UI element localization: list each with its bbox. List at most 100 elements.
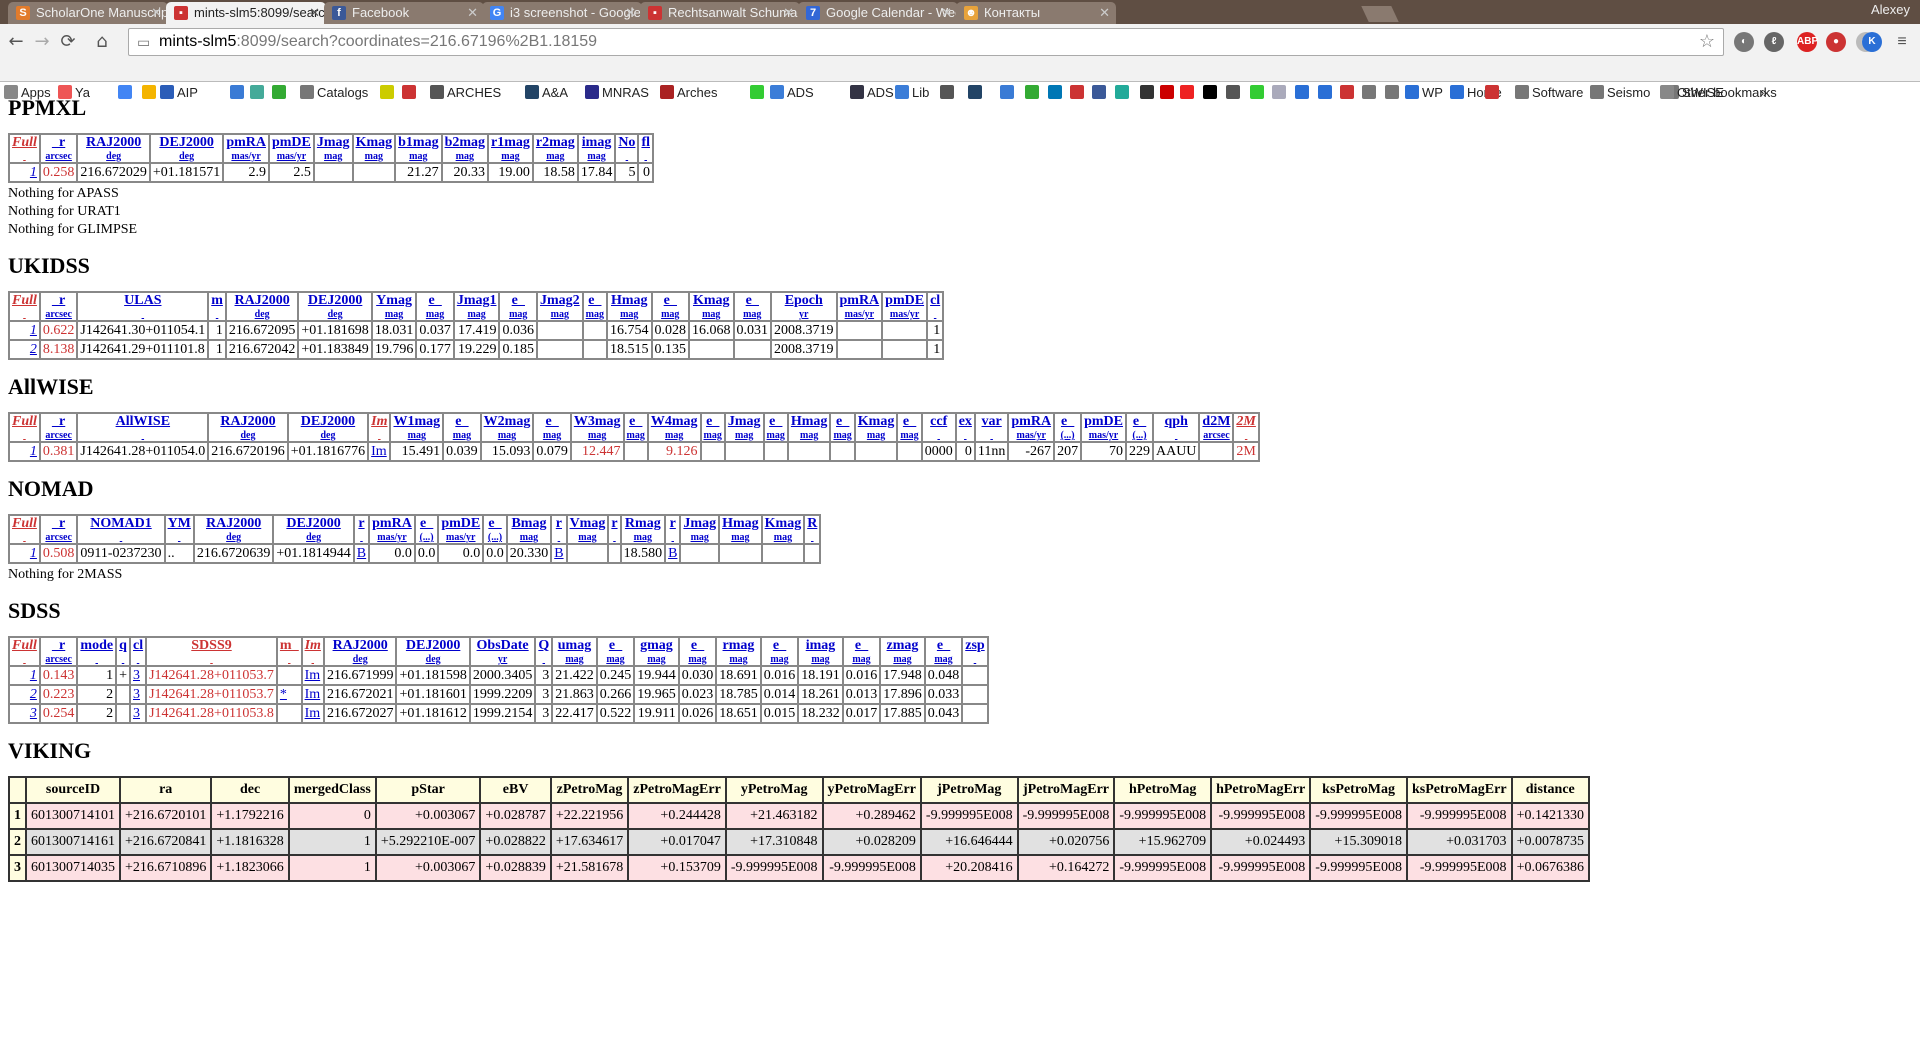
column-header[interactable]: e_mag	[443, 413, 481, 442]
bookmark-star-icon[interactable]: ☆	[1698, 31, 1715, 51]
column-header[interactable]: zsp	[962, 637, 988, 666]
bookmark-item[interactable]: ARCHES	[430, 85, 501, 100]
bookmark-item[interactable]: Other bookmarks	[1660, 85, 1777, 100]
table-cell[interactable]: B	[551, 544, 567, 563]
bookmark-item[interactable]	[968, 85, 985, 100]
bookmark-item[interactable]	[1250, 85, 1267, 100]
browser-tab[interactable]: ▪Rechtsanwalt Schumacher✕	[640, 2, 800, 24]
column-header[interactable]: r	[551, 515, 567, 544]
bookmark-item[interactable]: Arches	[660, 85, 717, 100]
bookmark-item[interactable]	[250, 85, 267, 100]
bookmark-item[interactable]	[1000, 85, 1017, 100]
extension-icon[interactable]: ℓ	[1764, 32, 1784, 52]
column-header[interactable]: e_mag	[842, 637, 881, 666]
column-header[interactable]: No	[615, 134, 639, 163]
row-link[interactable]: 3	[9, 704, 40, 723]
column-header[interactable]: R	[804, 515, 821, 544]
column-header[interactable]: cl	[927, 292, 944, 321]
reload-icon[interactable]: ⟳	[60, 31, 76, 52]
bookmark-item[interactable]	[142, 85, 159, 100]
k-extension-icon[interactable]: K	[1862, 32, 1882, 52]
table-cell[interactable]: Im	[301, 685, 324, 704]
close-tab-icon[interactable]: ✕	[625, 5, 636, 20]
column-header[interactable]: e_(...)	[1054, 413, 1082, 442]
column-header[interactable]: ex	[955, 413, 975, 442]
bookmark-item[interactable]	[1048, 85, 1065, 100]
column-header[interactable]: e_mag	[763, 413, 788, 442]
bookmark-item[interactable]: Software	[1515, 85, 1583, 100]
column-header[interactable]: e_mag	[533, 413, 571, 442]
adblock-icon[interactable]: ABP	[1797, 32, 1818, 52]
close-tab-icon[interactable]: ✕	[1099, 5, 1110, 20]
column-header[interactable]: r	[665, 515, 681, 544]
bookmark-item[interactable]: A&A	[525, 85, 568, 100]
menu-icon[interactable]: ≡	[1897, 33, 1907, 50]
table-cell[interactable]: 3	[129, 685, 147, 704]
extension-icon[interactable]: ◐	[1734, 32, 1754, 52]
column-header[interactable]: e_mag	[678, 637, 717, 666]
column-header[interactable]: mode	[77, 637, 117, 666]
table-cell[interactable]: Im	[368, 442, 391, 461]
column-header[interactable]: e_mag	[700, 413, 725, 442]
bookmark-item[interactable]: Seismo	[1590, 85, 1650, 100]
bookmark-item[interactable]	[1226, 85, 1243, 100]
column-header[interactable]: e_mag	[924, 637, 963, 666]
column-header[interactable]: e_mag	[897, 413, 922, 442]
column-header[interactable]: r	[353, 515, 370, 544]
column-header[interactable]: m	[208, 292, 226, 321]
bookmark-item[interactable]: ADS	[770, 85, 814, 100]
bookmark-item[interactable]	[1092, 85, 1109, 100]
browser-tab[interactable]: ▪mints-slm5:8099/search✕	[166, 2, 326, 24]
row-link[interactable]: 1	[9, 666, 40, 685]
column-header[interactable]: Q	[535, 637, 553, 666]
column-header[interactable]: ULAS	[77, 292, 209, 321]
browser-tab[interactable]: ☻Контакты✕	[956, 2, 1116, 24]
column-header[interactable]: e_mag	[651, 292, 689, 321]
table-cell[interactable]: B	[353, 544, 370, 563]
column-header[interactable]: e_mag	[582, 292, 607, 321]
bookmark-item[interactable]	[1203, 85, 1220, 100]
bookmark-item[interactable]	[380, 85, 397, 100]
row-link[interactable]: 2	[9, 340, 40, 359]
column-header[interactable]: cl	[129, 637, 147, 666]
column-header[interactable]: fl	[638, 134, 653, 163]
bookmark-item[interactable]	[1485, 85, 1502, 100]
table-cell[interactable]: 3	[129, 666, 147, 685]
column-header[interactable]: e_mag	[623, 413, 648, 442]
extension-icon[interactable]: ●	[1826, 32, 1846, 52]
column-header[interactable]: q	[116, 637, 130, 666]
bookmark-item[interactable]	[1025, 85, 1042, 100]
table-cell[interactable]: B	[665, 544, 681, 563]
bookmark-item[interactable]	[1340, 85, 1357, 100]
row-link[interactable]: 1	[9, 321, 40, 340]
address-bar[interactable]: ▭ mints-slm5:8099/search?coordinates=216…	[128, 28, 1724, 56]
